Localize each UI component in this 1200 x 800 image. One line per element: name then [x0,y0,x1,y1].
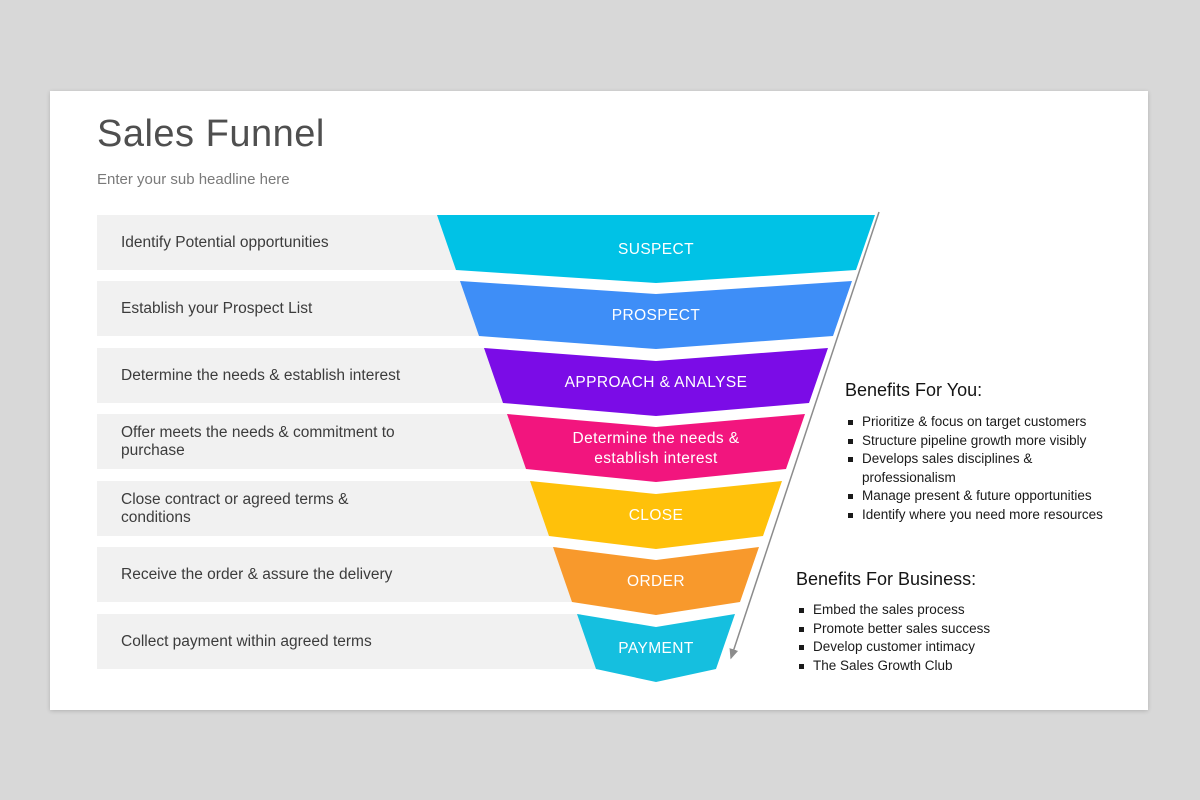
benefit-item: Promote better sales success [796,620,1068,639]
funnel-stage-label: SUSPECT [617,240,694,258]
benefits-business-list: Embed the sales process Promote better s… [796,601,1068,675]
funnel-stage-shape [437,215,875,283]
funnel-stage-label: PAYMENT [618,639,694,657]
benefit-item: Embed the sales process [796,601,1068,620]
bullet-square-icon [848,438,853,444]
step-bar-shape [97,614,600,669]
benefits-you-list: Prioritize & focus on target customers S… [845,413,1117,524]
funnel-stage-shape [460,281,852,349]
funnel-stage-shape [507,414,805,482]
step-bar-shape [97,281,483,336]
benefit-item: Develops sales disciplines & professiona… [845,450,1117,487]
slide-subtitle: Enter your sub headline here [97,171,290,188]
step-bar-shape [97,215,460,270]
funnel-stage-label: PROSPECT [611,306,701,324]
bullet-square-icon [848,494,853,499]
funnel-arrow [729,211,880,660]
benefit-text: Embed the sales process [813,602,965,617]
funnel-stage-shape [577,614,735,682]
bullet-square-icon [848,512,853,518]
benefit-text: Promote better sales success [813,620,991,636]
benefits-business-heading: Benefits For Business: [796,569,977,589]
step-label: Receive the order & assure the delivery [121,565,393,583]
funnel-stage-shape [553,547,759,615]
bullet-square-icon [799,663,804,669]
slide-title: Sales Funnel [97,113,325,155]
bullet-square-icon [799,645,804,650]
funnel-stage-label: CLOSE [628,506,684,524]
slide: Sales Funnel Enter your sub headline her… [50,91,1148,710]
step-label: Close contract or agreed terms & conditi… [121,490,349,526]
benefit-text: Identify where you need more resources [862,506,1103,522]
step-label: Establish your Prospect List [121,299,313,317]
benefit-item: Prioritize & focus on target customers [845,413,1117,432]
benefits-you-heading: Benefits For You: [845,380,983,400]
benefit-item: Develop customer intimacy [796,638,1068,657]
step-label: Identify Potential opportunities [121,233,329,251]
step-bar-shape [97,414,530,469]
step-bar-shape [97,481,553,536]
benefit-item: Identify where you need more resources [845,506,1117,525]
funnel-stage-shape [530,481,782,549]
bullet-square-icon [799,626,804,632]
benefit-item: Structure pipeline growth more visibly [845,432,1117,451]
benefit-text: Develops sales disciplines & professiona… [862,451,1033,485]
funnel-stage-label: Determine the needs & establish interest [572,430,740,467]
bullet-square-icon [848,420,853,425]
step-label: Offer meets the needs & commitment to pu… [121,423,395,459]
step-bar-shape [97,547,576,602]
benefit-text: Prioritize & focus on target customers [862,414,1087,429]
benefit-text: Structure pipeline growth more visibly [862,432,1087,448]
funnel-stage-label: APPROACH & ANALYSE [564,373,748,391]
benefit-item: Manage present & future opportunities [845,487,1117,506]
benefit-text: Manage present & future opportunities [862,488,1092,503]
funnel-stage-shape [484,348,828,416]
step-bar-shape [97,348,507,403]
benefit-text: The Sales Growth Club [813,657,953,673]
bullet-square-icon [848,457,853,462]
benefit-text: Develop customer intimacy [813,639,976,654]
step-label: Collect payment within agreed terms [121,632,372,650]
benefit-item: The Sales Growth Club [796,657,1068,676]
funnel-graphic [97,211,880,682]
step-label: Determine the needs & establish interest [121,366,401,384]
funnel-stage-label: ORDER [627,572,685,590]
bullet-square-icon [799,608,804,613]
